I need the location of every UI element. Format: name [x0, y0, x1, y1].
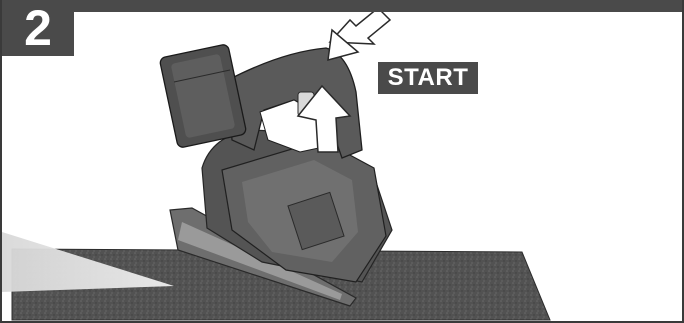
arrow-icon — [328, 8, 390, 60]
battery-pack — [159, 44, 247, 149]
start-label: START — [378, 62, 478, 94]
header-bar — [2, 0, 684, 12]
step-number-badge: 2 — [2, 0, 74, 56]
